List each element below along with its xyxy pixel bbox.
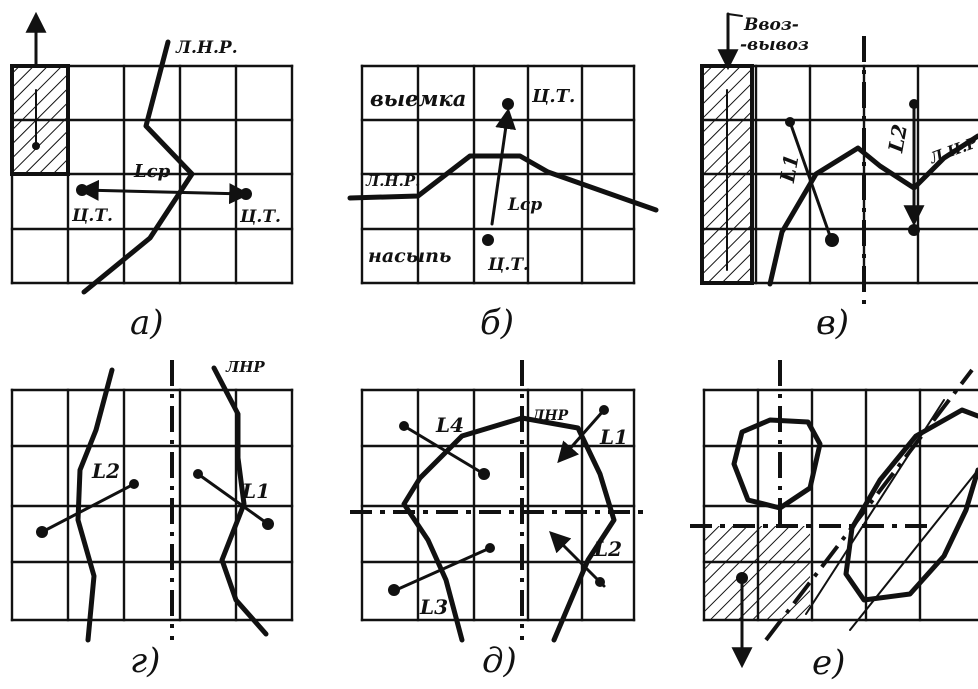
panel-g-dist1-start-dot xyxy=(193,469,203,479)
panel-d-dist3-end-dot xyxy=(388,584,400,596)
panel-d-dist4-end-dot xyxy=(478,468,490,480)
panel-b-cut-label: выемка xyxy=(370,86,466,111)
panel-g-dist1-end-dot xyxy=(262,518,274,530)
panel-v-dist2-end-dot xyxy=(908,224,920,236)
panel-a-cog-right-dot xyxy=(240,188,252,200)
panel-b-cog-top-label: Ц.Т. xyxy=(531,86,575,107)
panel-v-caption: в) xyxy=(816,303,849,343)
panel-e: е) xyxy=(690,360,978,683)
panel-e-import-dot xyxy=(736,572,748,584)
panel-g-right-zero-line xyxy=(211,365,269,637)
panel-v-dist1-label: L1 xyxy=(775,152,804,185)
panel-d-dist4-label: L4 xyxy=(435,413,464,437)
panel-g-dist1-arrow xyxy=(196,472,270,526)
panel-b-distance-arrow xyxy=(490,107,517,226)
panel-a-cog-left-label: Ц.Т. xyxy=(71,206,113,226)
panel-d-dist2-arrow xyxy=(549,531,606,588)
panel-a-cog-left-dot xyxy=(76,184,88,196)
panel-e-caption: е) xyxy=(812,643,845,683)
panel-a-zero-line xyxy=(81,39,195,295)
panel-v-dist2-label: L2 xyxy=(883,122,912,155)
panel-b: выемка Ц.Т. Л.Н.Р. Lср насыпь Ц.Т. б) xyxy=(347,64,659,343)
panel-a-distance-arrow xyxy=(77,179,251,205)
panel-g-dist2-label: L2 xyxy=(91,459,120,483)
panel-a-cog-right-label: Ц.Т. xyxy=(239,207,281,227)
panel-d-dist1-label: L1 xyxy=(599,425,628,449)
panel-d-dist3-arrow xyxy=(394,546,492,592)
panel-g-grid xyxy=(10,388,294,622)
panel-d-dist1-arrow xyxy=(557,408,606,464)
panel-g-line-label: ЛНР xyxy=(225,358,265,376)
panel-a: Л.Н.Р. Ц.Т. Ц.Т. Lср а) xyxy=(10,11,294,343)
panel-b-distance-label: Lср xyxy=(507,195,542,215)
panel-e-elongated-contour xyxy=(843,407,978,603)
panel-d-dist2-end-dot xyxy=(595,577,605,587)
panel-d-line-label: ЛНР xyxy=(531,408,569,424)
panel-v-dist2-start-dot xyxy=(909,99,919,109)
panel-a-line-label: Л.Н.Р. xyxy=(175,38,238,58)
panel-a-caption: а) xyxy=(130,303,164,343)
panel-d-dist3-label: L3 xyxy=(419,595,448,619)
panel-v-note-tick xyxy=(727,13,743,17)
panel-g-left-zero-line xyxy=(75,367,115,643)
panel-e-octagon-contour xyxy=(731,417,823,511)
panel-g: ЛНР L2 L1 г) xyxy=(10,358,294,681)
panel-b-zero-line xyxy=(347,153,659,213)
panel-g-caption: г) xyxy=(130,641,160,681)
panel-d-dist1-start-dot xyxy=(599,405,609,415)
panel-e-diagonal-guide-2 xyxy=(849,469,978,631)
panel-b-caption: б) xyxy=(480,303,514,343)
panel-e-diagonal-axis xyxy=(764,368,974,642)
panel-v: Ввоз- -вывоз L1 L2 Л.Н.Р. в) xyxy=(700,12,978,343)
panel-d: ЛНР L4 L1 L2 L3 д) xyxy=(350,360,650,681)
panel-v-note-line2: -вывоз xyxy=(740,35,809,55)
panel-v-line-label: Л.Н.Р. xyxy=(926,132,978,168)
panel-v-zero-line xyxy=(767,133,978,287)
panel-g-dist1-label: L1 xyxy=(241,479,270,503)
panel-b-cog-bottom-label: Ц.Т. xyxy=(487,255,529,275)
panel-v-dist1-start-dot xyxy=(785,117,795,127)
panel-v-dist1-end-dot xyxy=(825,233,839,247)
panel-v-note-line1: Ввоз- xyxy=(743,15,799,35)
panel-d-dist2-label: L2 xyxy=(593,537,622,561)
panel-g-dist2-arrow xyxy=(40,482,136,534)
panel-d-dist3-start-dot xyxy=(485,543,495,553)
panel-a-distance-label: Lср xyxy=(133,161,171,182)
panel-d-dist4-arrow xyxy=(402,424,486,476)
panel-a-import-dot xyxy=(32,142,40,150)
panel-d-zero-line xyxy=(401,415,617,643)
panel-a-import-zone xyxy=(10,64,70,176)
panel-d-caption: д) xyxy=(482,641,517,681)
panel-d-dist4-start-dot xyxy=(399,421,409,431)
panel-g-dist2-start-dot xyxy=(129,479,139,489)
panel-g-dist2-end-dot xyxy=(36,526,48,538)
panel-e-import-zone xyxy=(704,526,810,620)
panel-v-distance-1-arrow xyxy=(788,120,832,238)
panel-b-cog-top-dot xyxy=(502,98,514,110)
panel-b-cog-bottom-dot xyxy=(482,234,494,246)
panel-b-line-label: Л.Н.Р. xyxy=(365,172,420,190)
panel-b-fill-label: насыпь xyxy=(368,245,451,267)
